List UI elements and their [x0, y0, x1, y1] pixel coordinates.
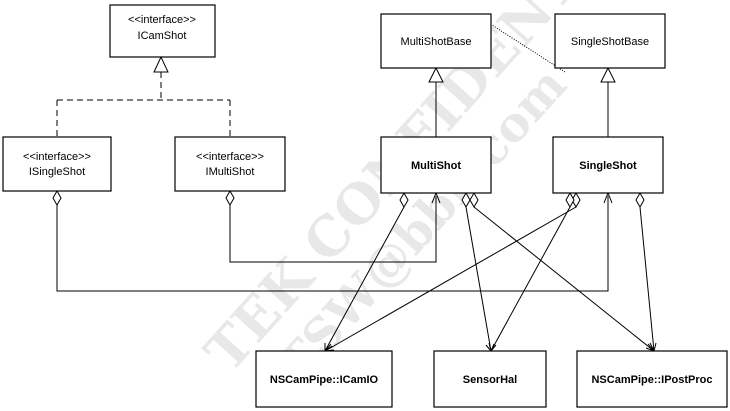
singleshotbase-name: SingleShotBase	[571, 36, 649, 48]
singleshot-associations	[323, 191, 657, 353]
class-camio: NSCamPipe::ICamIO	[255, 350, 393, 408]
postproc-name: NSCamPipe::IPostProc	[591, 374, 712, 386]
class-sensorhal: SensorHal	[433, 350, 547, 408]
class-postproc: NSCamPipe::IPostProc	[576, 350, 728, 408]
aggregation-imultishot-multishot	[225, 189, 441, 263]
imultishot-stereotype: <<interface>>	[196, 151, 264, 163]
sensorhal-name: SensorHal	[463, 374, 517, 386]
icamshot-name: ICamShot	[138, 30, 187, 42]
multishotbase-name: MultiShotBase	[401, 36, 472, 48]
imultishot-name: IMultiShot	[206, 166, 255, 178]
class-icamshot: <<interface>> ICamShot	[109, 4, 216, 58]
generalization-multishot	[428, 66, 444, 137]
icamshot-stereotype: <<interface>>	[128, 14, 196, 26]
generalization-singleshot	[600, 66, 616, 137]
aggregation-isingleshot-singleshot	[52, 189, 613, 292]
class-singleshot: SingleShot	[552, 136, 664, 194]
class-singleshotbase: SingleShotBase	[554, 13, 666, 69]
class-imultishot: <<interface>> IMultiShot	[174, 136, 286, 192]
realization-edges	[56, 55, 231, 137]
realization-triangle-icamshot	[153, 55, 169, 73]
multishot-name: MultiShot	[411, 160, 461, 172]
isingleshot-stereotype: <<interface>>	[23, 151, 91, 163]
singleshot-name: SingleShot	[579, 160, 637, 172]
camio-name: NSCamPipe::ICamIO	[270, 374, 379, 386]
class-multishotbase: MultiShotBase	[380, 13, 492, 69]
isingleshot-name: ISingleShot	[29, 166, 85, 178]
class-isingleshot: <<interface>> ISingleShot	[2, 136, 112, 192]
class-multishot: MultiShot	[380, 136, 492, 194]
multishot-associations	[324, 191, 656, 352]
